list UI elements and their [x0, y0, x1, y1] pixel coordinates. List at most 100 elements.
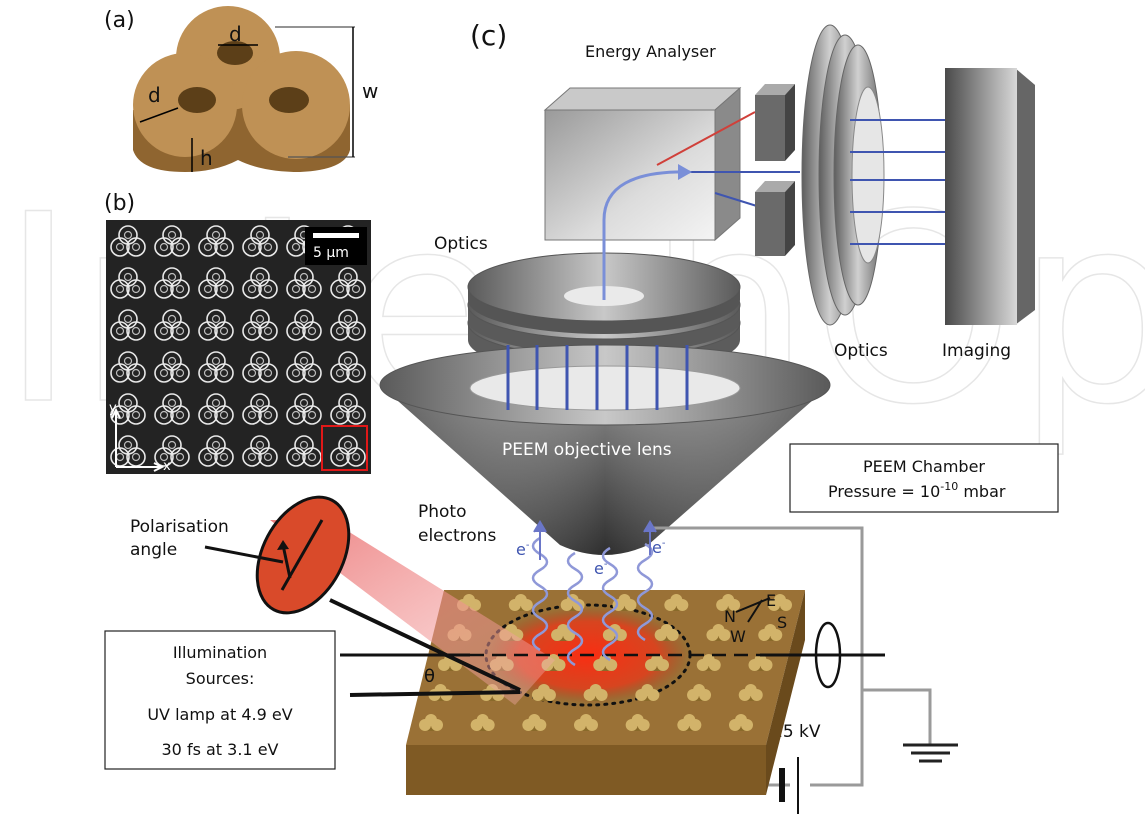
- sample-trimer: [508, 594, 533, 611]
- sem-trimer: [330, 351, 366, 383]
- sample-trimer: [696, 654, 721, 671]
- sem-trimer: [330, 393, 366, 425]
- dim-d-top: d: [229, 22, 242, 46]
- compass-s: S: [777, 613, 787, 632]
- incidence-line-lower: [349, 690, 521, 697]
- compass: N E S W: [724, 591, 787, 646]
- sem-trimer: [198, 309, 234, 341]
- voltage-label: 15 kV: [772, 722, 821, 742]
- dim-w: w: [362, 79, 378, 103]
- compass-n: N: [724, 607, 736, 626]
- sem-trimer: [154, 267, 190, 299]
- sem-trimer: [242, 351, 278, 383]
- axis-x-label: x: [163, 459, 171, 474]
- electron-left-sup: -: [526, 540, 530, 551]
- energy-analyser-label: Energy Analyser: [585, 42, 716, 61]
- sem-trimer: [110, 351, 146, 383]
- sample-trimer: [706, 624, 731, 641]
- illumination-line4: 30 fs at 3.1 eV: [162, 740, 279, 759]
- objective-lens-label: PEEM objective lens: [502, 440, 672, 460]
- electron-mid-sup: -: [604, 559, 608, 570]
- analyser-blue-low: [714, 192, 761, 208]
- sem-trimer: [154, 309, 190, 341]
- sem-trimer: [198, 393, 234, 425]
- electron-mid-e: e: [594, 559, 604, 578]
- compass-e: E: [766, 591, 776, 610]
- electron-label-mid: e-: [594, 559, 608, 578]
- x-axis-head: [153, 462, 165, 472]
- sample-trimer: [625, 714, 650, 731]
- electron-right-sup: -: [662, 538, 666, 549]
- rotation-indicator: [814, 621, 842, 689]
- panel-a: (a) d d h w: [104, 6, 378, 172]
- compass-w: W: [730, 627, 746, 646]
- sample-trimer: [664, 594, 689, 611]
- chamber-line1: PEEM Chamber: [863, 457, 985, 476]
- sem-trimer: [110, 393, 146, 425]
- incidence-line-upper: [329, 598, 521, 692]
- optics-left-label: Optics: [434, 234, 488, 254]
- sample-trimer: [531, 684, 556, 701]
- right-optics: [801, 24, 885, 326]
- sample-trimer: [687, 684, 712, 701]
- electron-path-arrowhead: [678, 164, 692, 180]
- chamber-pressure-suffix: mbar: [958, 482, 1006, 501]
- polarisation-line2: angle: [130, 540, 177, 560]
- sample-trimer: [748, 654, 773, 671]
- trimer-hole-left: [178, 87, 216, 113]
- polariser: [255, 495, 351, 615]
- sem-trimer: [330, 267, 366, 299]
- theta-label: θ: [424, 666, 435, 687]
- chamber-pressure-prefix: Pressure = 10: [828, 482, 940, 501]
- dim-h: h: [200, 146, 213, 170]
- chamber-pressure-exp: -10: [940, 480, 958, 493]
- exit-slit: [755, 84, 795, 256]
- panel-b-label: (b): [104, 191, 135, 216]
- sample-trimer: [419, 714, 443, 731]
- sample-trimer: [758, 624, 783, 641]
- sem-trimer: [154, 435, 190, 467]
- sem-trimer: [154, 225, 190, 257]
- sem-trimer: [110, 309, 146, 341]
- sem-trimer: [286, 267, 322, 299]
- energy-analyser-cube: [543, 86, 742, 242]
- electron-label-right: e-: [652, 538, 666, 557]
- sem-trimer: [198, 267, 234, 299]
- sample-trimer: [677, 714, 702, 731]
- sample-trimer: [729, 714, 753, 731]
- polarisation-pointer: [204, 545, 284, 564]
- top-optics-stack: [467, 252, 741, 374]
- photo-electrons-line1: Photo: [418, 502, 467, 522]
- sem-trimer: [286, 309, 322, 341]
- panel-b: (b) 5 μm y x: [104, 191, 371, 474]
- sem-trimer-grid: [110, 225, 366, 467]
- sem-trimer: [154, 393, 190, 425]
- panel-c-label: (c): [470, 19, 507, 52]
- sample-trimer: [654, 624, 679, 641]
- dim-d-side-line: [139, 107, 179, 123]
- sample-trimer: [635, 684, 660, 701]
- sample-trimer: [645, 654, 669, 671]
- sem-trimer: [286, 351, 322, 383]
- sem-trimer: [286, 393, 322, 425]
- sample-trimer: [738, 684, 763, 701]
- sem-trimer: [330, 309, 366, 341]
- sample-trimer: [768, 594, 792, 611]
- sem-trimer: [154, 351, 190, 383]
- sem-trimer: [198, 435, 234, 467]
- sample-trimer: [470, 714, 495, 731]
- panel-a-label: (a): [104, 8, 135, 33]
- sem-trimer: [110, 225, 146, 257]
- sem-trimer: [198, 351, 234, 383]
- chamber-box: [789, 443, 1059, 513]
- optics-right-label: Optics: [834, 341, 888, 361]
- imaging-label: Imaging: [942, 341, 1011, 361]
- panel-c: (c) Energy Analyser: [104, 19, 1059, 814]
- illumination-line1: Illumination: [173, 643, 267, 662]
- highlight-box: [321, 425, 368, 471]
- analyser-red-line: [656, 111, 756, 166]
- sem-trimer: [242, 309, 278, 341]
- electron-right-e: e: [652, 538, 662, 557]
